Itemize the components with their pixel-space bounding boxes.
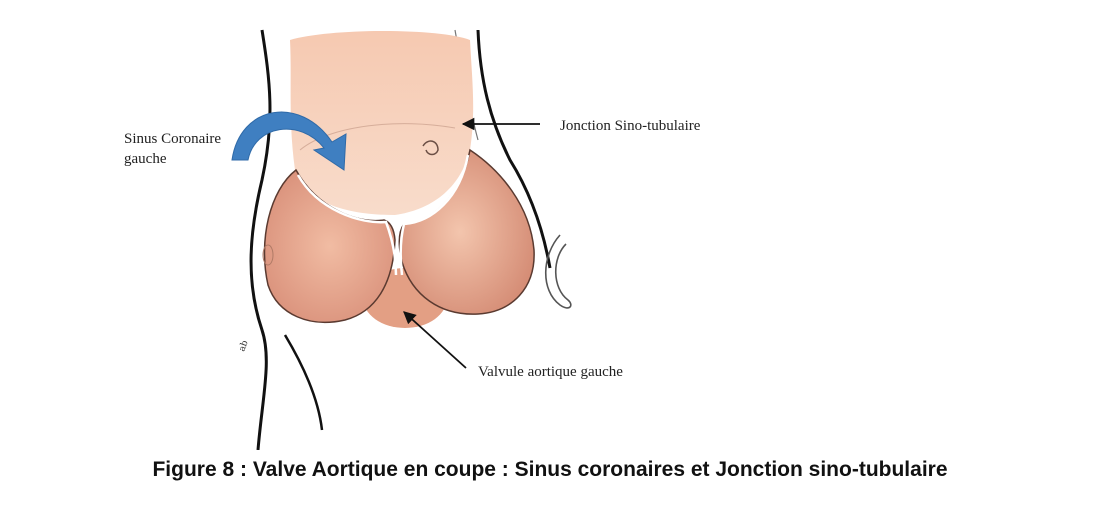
valvule-label: Valvule aortique gauche bbox=[478, 364, 623, 380]
vessel-wall-left bbox=[249, 29, 272, 450]
figure-caption: Figure 8 : Valve Aortique en coupe : Sin… bbox=[152, 458, 948, 481]
junction-ring bbox=[299, 123, 456, 151]
small-mark bbox=[262, 244, 274, 266]
jonction-label: Jonction Sino-tubulaire bbox=[560, 118, 701, 134]
signature: ab bbox=[237, 339, 250, 353]
cusp-edge-left bbox=[296, 174, 398, 276]
valvule-pointer bbox=[403, 311, 467, 369]
sinus-arrow bbox=[231, 111, 347, 171]
sinus-label-line1: Sinus Coronaire bbox=[124, 131, 221, 147]
coronary-ostium bbox=[422, 140, 439, 156]
cusp-edge-right bbox=[399, 154, 470, 276]
ascending-aorta bbox=[290, 31, 474, 215]
vessel-wall-right bbox=[476, 29, 552, 269]
sinus-label-line2: gauche bbox=[124, 151, 167, 167]
vessel-wall-lower bbox=[283, 334, 324, 431]
aortic-valve-diagram: Sinus Coronaire gauche Jonction Sino-tub… bbox=[124, 29, 701, 450]
left-coronary-sinus bbox=[263, 168, 396, 324]
right-curve bbox=[544, 234, 572, 309]
